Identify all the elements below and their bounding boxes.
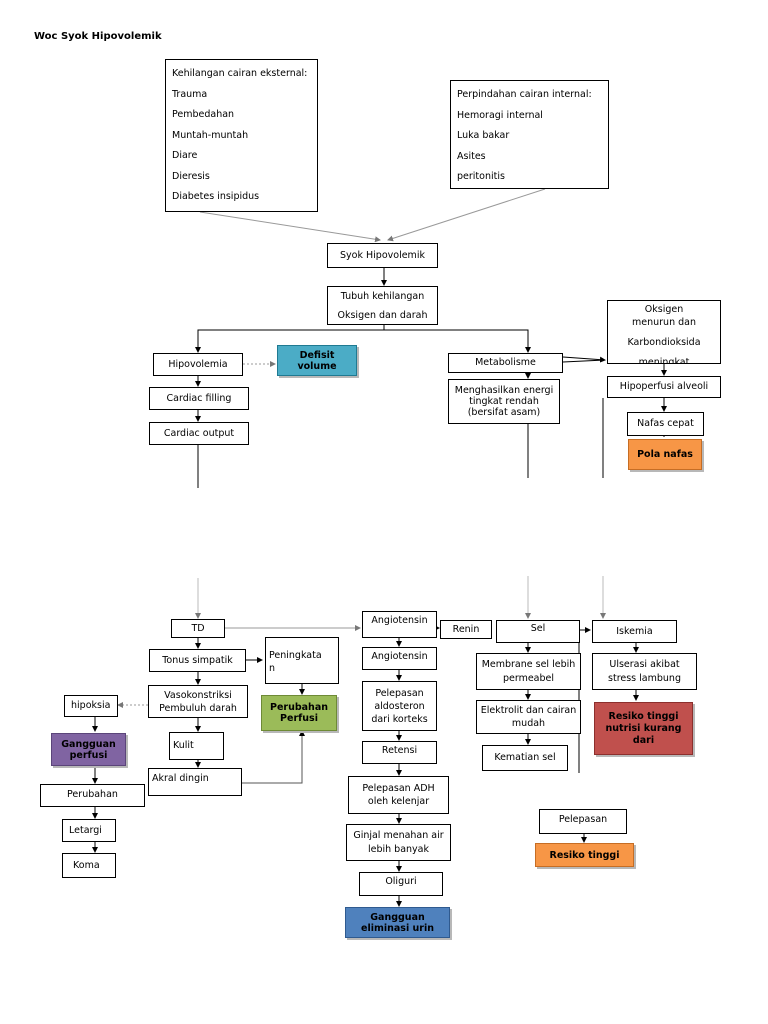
ulserasi-box: Ulserasi akibat stress lambung bbox=[592, 653, 697, 690]
angiotensin-2-box: Angiotensin bbox=[362, 647, 437, 670]
oksigen-line-2: Karbondioksida bbox=[627, 337, 701, 348]
perpindahan-item: Luka bakar bbox=[457, 130, 510, 141]
oliguri-box: Oliguri bbox=[359, 872, 443, 896]
retensi-box: Retensi bbox=[362, 741, 437, 764]
angiotensin-1-box: Angiotensin bbox=[362, 611, 437, 638]
peningkatan-line-1: Peningkata bbox=[269, 649, 322, 661]
oksigen-menurun-box: Oksigen menurun dan Karbondioksida menin… bbox=[607, 300, 721, 364]
perpindahan-box: Perpindahan cairan internal: Hemoragi in… bbox=[450, 80, 609, 189]
metabolisme-box: Metabolisme bbox=[448, 353, 563, 373]
pelepasan-box: Pelepasan bbox=[539, 809, 627, 834]
kehilangan-header: Kehilangan cairan eksternal: bbox=[172, 68, 308, 79]
resiko-tinggi-dx: Resiko tinggi bbox=[535, 843, 634, 867]
syok-hipovolemik-box: Syok Hipovolemik bbox=[327, 243, 438, 268]
nafas-cepat-box: Nafas cepat bbox=[627, 412, 704, 436]
elektrolit-box: Elektrolit dan cairan mudah bbox=[476, 700, 581, 734]
defisit-volume-dx: Defisit volume bbox=[277, 345, 357, 376]
sel-box: Sel bbox=[496, 620, 580, 643]
kehilangan-box: Kehilangan cairan eksternal: Trauma Pemb… bbox=[165, 59, 318, 212]
pelepasan-aldosteron-box: Pelepasan aldosteron dari korteks bbox=[362, 681, 437, 731]
kehilangan-item: Diare bbox=[172, 150, 198, 161]
gangguan-perfusi-dx: Gangguan perfusi bbox=[51, 733, 126, 766]
tonus-simpatik-box: Tonus simpatik bbox=[149, 649, 246, 672]
hipovolemia-box: Hipovolemia bbox=[153, 353, 243, 376]
perubahan-box: Perubahan bbox=[40, 784, 145, 807]
peningkatan-box: Peningkata n bbox=[265, 637, 339, 684]
hipoperfusi-alveoli-box: Hipoperfusi alveoli bbox=[607, 376, 721, 398]
kehilangan-item: Trauma bbox=[172, 88, 208, 100]
iskemia-box: Iskemia bbox=[592, 620, 677, 643]
kulit-box: Kulit bbox=[169, 732, 224, 760]
perpindahan-item: peritonitis bbox=[457, 171, 505, 182]
ginjal-menahan-box: Ginjal menahan air lebih banyak bbox=[346, 824, 451, 861]
letargi-box: Letargi bbox=[62, 819, 116, 842]
akral-dingin-box: Akral dingin bbox=[148, 768, 242, 796]
pelepasan-adh-box: Pelepasan ADH oleh kelenjar bbox=[348, 776, 449, 814]
tubuh-line-2: Oksigen dan darah bbox=[337, 309, 428, 321]
oksigen-line-1: Oksigen menurun dan bbox=[632, 304, 696, 328]
perpindahan-item: Hemoragi internal bbox=[457, 109, 543, 121]
perpindahan-header: Perpindahan cairan internal: bbox=[457, 89, 592, 100]
pola-nafas-dx: Pola nafas bbox=[628, 439, 702, 470]
vasokonstriksi-box: Vasokonstriksi Pembuluh darah bbox=[148, 685, 248, 718]
kehilangan-item: Dieresis bbox=[172, 170, 210, 182]
tubuh-line-1: Tubuh kehilangan bbox=[340, 290, 425, 302]
cardiac-output-box: Cardiac output bbox=[149, 422, 249, 445]
menghasilkan-energi-box: Menghasilkan energi tingkat rendah (bers… bbox=[448, 379, 560, 424]
renin-box: Renin bbox=[440, 620, 492, 639]
koma-box: Koma bbox=[62, 853, 116, 878]
membrane-sel-box: Membrane sel lebih permeabel bbox=[476, 653, 581, 690]
gangguan-eliminasi-urin-dx: Gangguan eliminasi urin bbox=[345, 907, 450, 938]
cardiac-filling-box: Cardiac filling bbox=[149, 387, 249, 410]
oksigen-line-3: meningkat bbox=[638, 357, 690, 364]
kehilangan-item: Diabetes insipidus bbox=[172, 191, 260, 202]
resiko-nutrisi-dx: Resiko tinggi nutrisi kurang dari bbox=[594, 702, 693, 755]
tubuh-kehilangan-box: Tubuh kehilangan Oksigen dan darah bbox=[327, 286, 438, 325]
peningkatan-line-2: n bbox=[269, 662, 276, 674]
perubahan-perfusi-dx: Perubahan Perfusi bbox=[261, 695, 337, 731]
kematian-sel-box: Kematian sel bbox=[482, 745, 568, 771]
diagram-title: Woc Syok Hipovolemik bbox=[34, 31, 162, 42]
kehilangan-item: Pembedahan bbox=[172, 109, 235, 120]
kehilangan-item: Muntah-muntah bbox=[172, 129, 249, 141]
perpindahan-item: Asites bbox=[457, 150, 486, 162]
hipoksia-box: hipoksia bbox=[64, 695, 118, 717]
td-box: TD bbox=[171, 619, 225, 638]
